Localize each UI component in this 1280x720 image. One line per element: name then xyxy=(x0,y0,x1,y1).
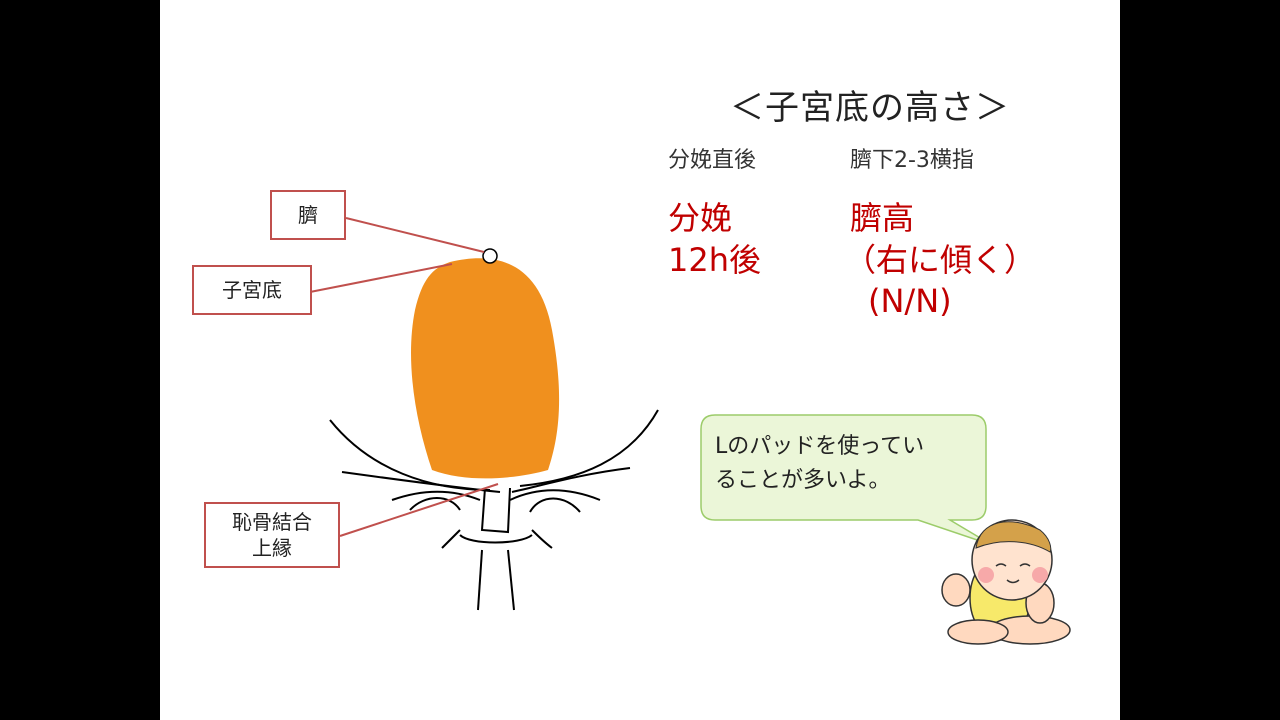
pubic-symphysis-label: 恥骨結合 上縁 xyxy=(204,502,340,568)
fundus-leader-line xyxy=(309,263,453,293)
bubble-line-1: Lのパッドを使ってい xyxy=(715,434,925,459)
pubic-label-line-1: 恥骨結合 xyxy=(232,510,312,534)
timing-12h-line-1: 分娩 xyxy=(668,199,733,237)
pubic-leader-line xyxy=(339,483,499,537)
uterus-shape xyxy=(411,258,560,479)
height-12h: 臍高 （右に傾く） (N/N) xyxy=(844,198,1036,323)
bubble-line-2: ることが多いよ。 xyxy=(715,468,891,494)
pubic-label-line-2: 上縁 xyxy=(252,536,292,560)
fundus-label: 子宮底 xyxy=(192,265,312,315)
speech-bubble-text: Lのパッドを使ってい ることが多いよ。 xyxy=(715,430,985,498)
navel-leader-line xyxy=(345,217,485,253)
baby-illustration xyxy=(941,519,1071,645)
navel-label: 臍 xyxy=(270,190,346,240)
slide: ＜子宮底の高さ＞ 分娩直後 臍下2-3横指 分娩 12h後 臍高 （右に傾く） … xyxy=(160,0,1120,720)
timing-immediate: 分娩直後 xyxy=(668,148,757,173)
pelvis-outline xyxy=(329,409,659,611)
timing-12h: 分娩 12h後 xyxy=(668,198,761,281)
height-12h-line-1: 臍高 xyxy=(850,199,915,237)
speech-bubble-shape xyxy=(700,414,993,546)
height-12h-line-2: （右に傾く） xyxy=(844,240,1037,279)
height-12h-line-3: (N/N) xyxy=(868,282,952,321)
anatomy-illustration xyxy=(309,217,1071,645)
timing-12h-line-2: 12h後 xyxy=(668,240,762,279)
navel-marker xyxy=(482,248,498,264)
slide-title: ＜子宮底の高さ＞ xyxy=(730,88,1010,128)
height-immediate: 臍下2-3横指 xyxy=(850,148,974,173)
